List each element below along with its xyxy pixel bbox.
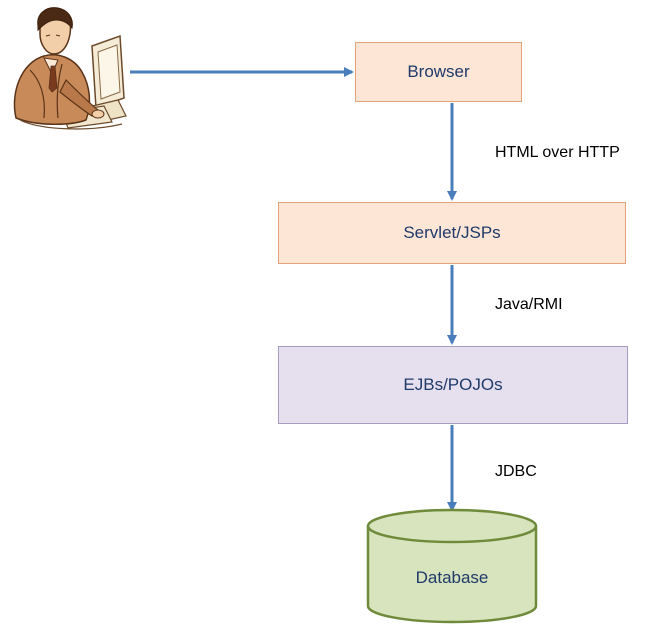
edge-label-java-rmi: Java/RMI xyxy=(495,296,563,313)
database-label: Database xyxy=(415,568,489,587)
user-at-computer-icon xyxy=(13,7,127,130)
servlet-node: Servlet/JSPs xyxy=(278,202,626,264)
browser-node: Browser xyxy=(355,42,522,102)
edge-label-jdbc: JDBC xyxy=(495,463,537,480)
servlet-label: Servlet/JSPs xyxy=(403,223,501,242)
edge-label-html-over-http: HTML over HTTP xyxy=(495,144,620,161)
database-cylinder xyxy=(366,508,538,624)
browser-label: Browser xyxy=(407,62,470,81)
ejb-node: EJBs/POJOs xyxy=(278,346,628,424)
ejb-label: EJBs/POJOs xyxy=(403,375,503,394)
